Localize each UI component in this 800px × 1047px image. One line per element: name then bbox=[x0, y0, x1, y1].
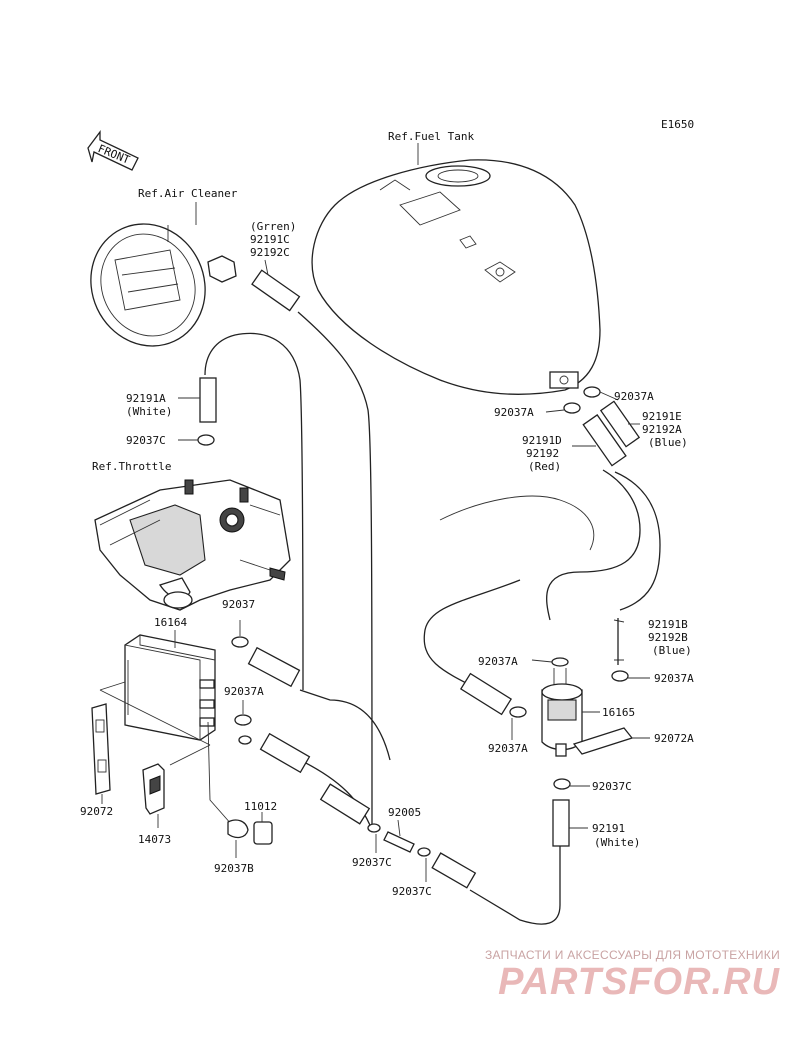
fitting-92005 bbox=[383, 831, 415, 853]
label-92192: 92192 bbox=[526, 447, 559, 460]
label-92037a-mid: 92037A bbox=[224, 685, 264, 698]
label-92037a-top-r: 92037A bbox=[614, 390, 654, 403]
hose-line-air bbox=[204, 332, 304, 691]
label-92192c: 92192C bbox=[250, 246, 290, 259]
label-92037b: 92037B bbox=[214, 862, 254, 875]
label-white-1: (White) bbox=[126, 405, 172, 418]
front-label: FRONT bbox=[96, 142, 132, 167]
label-92037c-4: 92037C bbox=[592, 780, 632, 793]
label-92192a: 92192A bbox=[642, 423, 682, 436]
label-92072a: 92072A bbox=[654, 732, 694, 745]
watermark-logo: PARTSFOR.RU bbox=[498, 961, 780, 1003]
label-green: (Grren) bbox=[250, 220, 296, 233]
label-16164: 16164 bbox=[154, 616, 187, 629]
ref-throttle: Ref.Throttle bbox=[92, 460, 171, 473]
label-92072-left: 92072 bbox=[80, 805, 113, 818]
label-92191b: 92191B bbox=[648, 618, 688, 631]
label-92037c-2: 92037C bbox=[352, 856, 392, 869]
front-arrow-icon: FRONT bbox=[87, 130, 139, 171]
ref-fuel-tank: Ref.Fuel Tank bbox=[388, 130, 474, 143]
label-92037a-r2: 92037A bbox=[654, 672, 694, 685]
hose-92191-white bbox=[552, 799, 570, 847]
label-92191: 92191 bbox=[592, 822, 625, 835]
fuel-pump-16165 bbox=[541, 657, 583, 757]
label-92037a-top-l: 92037A bbox=[494, 406, 534, 419]
label-blue-2: (Blue) bbox=[652, 644, 692, 657]
hose-line-tank-to-pump bbox=[546, 469, 641, 621]
strap-92072a bbox=[572, 727, 634, 755]
canister-16164 bbox=[124, 634, 216, 741]
label-92005: 92005 bbox=[388, 806, 421, 819]
diagram-code: E1650 bbox=[661, 118, 694, 131]
label-92037c-1: 92037C bbox=[126, 434, 166, 447]
watermark: ЗАПЧАСТИ И АКСЕССУАРЫ ДЛЯ МОТОТЕХНИКИ PA… bbox=[485, 948, 780, 1002]
label-92191a: 92191A bbox=[126, 392, 166, 405]
clamp-92037b bbox=[227, 819, 249, 839]
label-blue-1: (Blue) bbox=[648, 436, 688, 449]
fuel-tank bbox=[311, 159, 601, 395]
label-92191e: 92191E bbox=[642, 410, 682, 423]
label-92192b: 92192B bbox=[648, 631, 688, 644]
label-92037a-r1: 92037A bbox=[478, 655, 518, 668]
label-11012: 11012 bbox=[244, 800, 277, 813]
label-red: (Red) bbox=[528, 460, 561, 473]
label-92037a-r3: 92037A bbox=[488, 742, 528, 755]
label-14073: 14073 bbox=[138, 833, 171, 846]
label-16165: 16165 bbox=[602, 706, 635, 719]
label-white-2: (White) bbox=[594, 836, 640, 849]
watermark-tagline: ЗАПЧАСТИ И АКСЕССУАРЫ ДЛЯ МОТОТЕХНИКИ bbox=[484, 948, 780, 962]
hose-line-vacuum bbox=[297, 311, 373, 831]
ref-air-cleaner: Ref.Air Cleaner bbox=[138, 187, 238, 200]
label-92037c-3: 92037C bbox=[392, 885, 432, 898]
hose-line-pump-return bbox=[614, 471, 661, 611]
cap-11012 bbox=[253, 821, 273, 845]
bracket-92072 bbox=[91, 703, 111, 795]
air-cleaner bbox=[90, 223, 237, 347]
label-92191c: 92191C bbox=[250, 233, 290, 246]
throttle-body bbox=[94, 479, 291, 611]
label-92037: 92037 bbox=[222, 598, 255, 611]
label-92191d: 92191D bbox=[522, 434, 562, 447]
